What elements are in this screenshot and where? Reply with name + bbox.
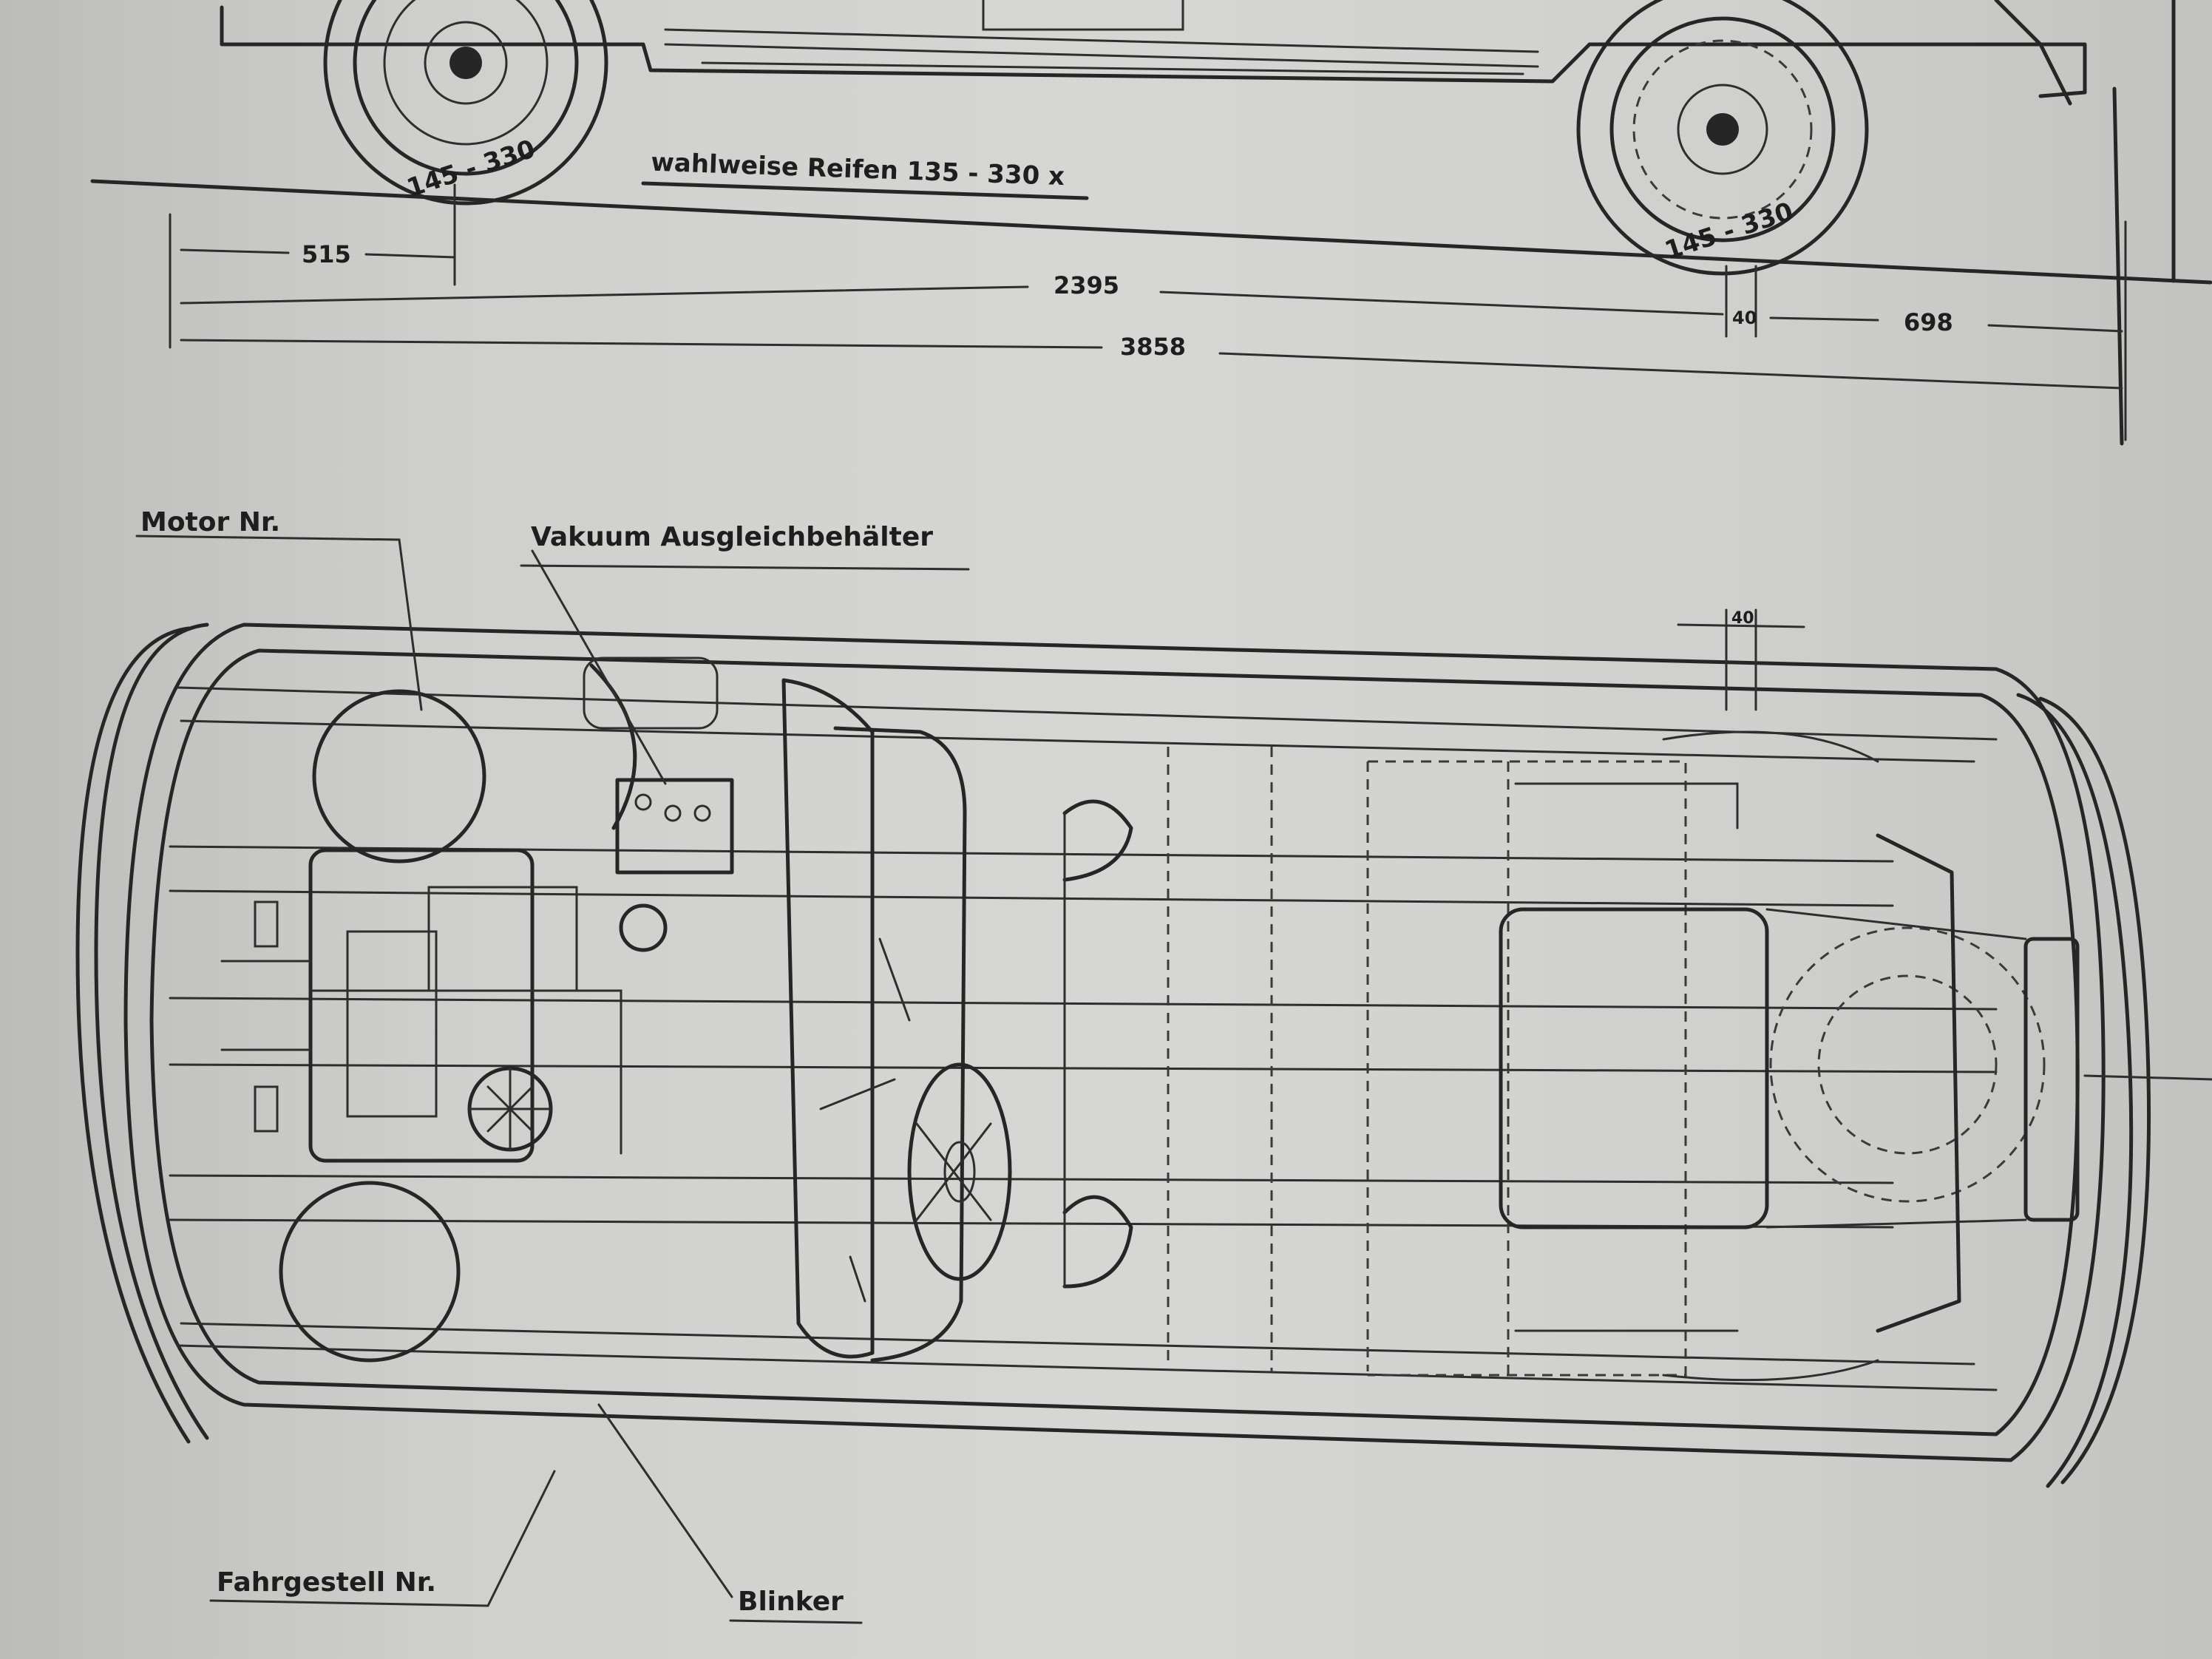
rear-extension-line <box>2112 86 2124 446</box>
chassis-frame <box>220 5 2087 98</box>
engine-assembly <box>220 657 734 1363</box>
blinker-leader <box>597 1403 863 1624</box>
fahrgestell-nr-leader <box>209 1470 556 1607</box>
rear-engine-area <box>1499 730 2080 1382</box>
vakuum-label: Vakuum Ausgleichbehälter <box>531 522 933 552</box>
fahrgestell-nr-label: Fahrgestell Nr. <box>217 1567 436 1598</box>
top-small-dimension <box>1677 608 1805 711</box>
front-wheel <box>323 0 608 206</box>
blinker-label: Blinker <box>738 1587 844 1617</box>
vacuum-reservoir <box>615 778 734 875</box>
dim-overall-length: 3858 <box>1120 333 1186 361</box>
front-bumper <box>94 622 209 1440</box>
tire-option-underline <box>641 181 1089 200</box>
dim-rear-overhang: 698 <box>1904 308 1953 336</box>
dashboard <box>781 678 875 1359</box>
motor-nr-leader <box>135 535 423 711</box>
ground-line <box>90 179 2212 285</box>
dim-front-overhang: 515 <box>302 240 351 268</box>
steering-wheel <box>907 1062 1012 1281</box>
side-dimensions <box>169 183 2127 441</box>
rear-grille <box>2023 937 2080 1222</box>
dim-wheelbase: 2395 <box>1054 271 1119 299</box>
center-axis-line <box>2083 1074 2212 1081</box>
rear-bumper-outer <box>2038 696 2151 1485</box>
top-dim-label: 40 <box>1731 609 1754 628</box>
cabin-controls <box>781 678 1012 1363</box>
motor-nr-label: Motor Nr. <box>140 507 280 537</box>
side-cabin-detail <box>982 0 1184 31</box>
rear-body-line <box>1994 0 2072 106</box>
seat-outlines <box>1062 799 1133 1289</box>
side-view: 145 - 330 145 - 330 wahlweise Reifen 135… <box>90 0 2212 446</box>
dim-rear-small: 40 <box>1732 308 1757 328</box>
top-view: 40 Motor Nr. Vakuum Ausgleichbehälter Fa… <box>75 507 2212 1624</box>
firewall <box>833 726 967 1363</box>
vakuum-leader <box>520 549 970 785</box>
right-sill <box>176 1344 1998 1391</box>
rear-bumper <box>2016 693 2134 1488</box>
sill-inner-lines <box>180 719 1975 1365</box>
body-outline <box>123 622 2106 1462</box>
body-inner-outline <box>149 648 2080 1436</box>
rear-wheel <box>1576 0 1869 276</box>
floor-grid <box>169 747 1998 1377</box>
front-bumper-inner <box>75 626 191 1444</box>
frame-rail-lines <box>664 28 1539 75</box>
left-sill <box>176 686 1998 741</box>
